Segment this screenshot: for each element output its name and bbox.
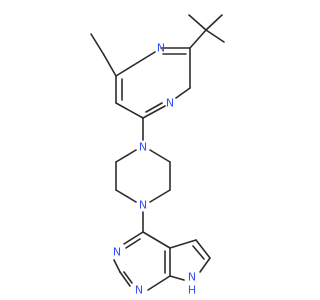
atom-n-piperazine-upper: N: [139, 141, 147, 154]
atom-n-piperazine-lower: N: [139, 199, 147, 212]
bond: [123, 231, 144, 245]
bond: [119, 271, 131, 287]
bond: [188, 14, 207, 31]
bond: [192, 245, 205, 260]
bond: [175, 87, 191, 99]
bond: [149, 149, 171, 163]
bond: [147, 275, 171, 291]
bond: [169, 275, 185, 281]
bond: [115, 51, 156, 77]
bond: [115, 189, 137, 203]
atom-nh-pyrrole-n: N: [188, 271, 196, 284]
tert-butyl-group: [188, 14, 225, 49]
bond: [205, 29, 225, 43]
bond: [103, 54, 117, 77]
atom-n-fused-bottom: N: [135, 284, 143, 297]
ethyl-group: [90, 33, 117, 77]
bond: [205, 14, 223, 31]
atom-n-pyrimidine-upper: N: [157, 42, 165, 55]
pyrimidine-ring: [115, 47, 191, 119]
bond: [115, 149, 137, 163]
atom-nh-pyrrole-h: H: [188, 284, 196, 297]
bond: [145, 102, 163, 113]
bond: [113, 259, 121, 273]
structure-diagram: N N N N N N N H: [90, 14, 225, 297]
bond: [125, 238, 141, 249]
atom-n-pyrimidine-lower: N: [166, 97, 174, 110]
bond: [115, 102, 144, 119]
bond: [195, 239, 211, 259]
bond: [90, 33, 105, 56]
bond: [169, 239, 197, 249]
bond: [142, 105, 166, 119]
bond: [123, 271, 133, 284]
bond: [142, 231, 171, 249]
atom-labels: N N N N N N N H: [113, 42, 196, 297]
bond: [149, 189, 171, 203]
bond: [199, 257, 211, 273]
pyrrolopyrimidine-ring: [113, 231, 211, 291]
bond: [189, 29, 207, 49]
piperazine-ring: [115, 149, 171, 203]
molecule-canvas: N N N N N N N H: [90, 14, 225, 297]
atom-n-fused-left: N: [113, 246, 121, 259]
